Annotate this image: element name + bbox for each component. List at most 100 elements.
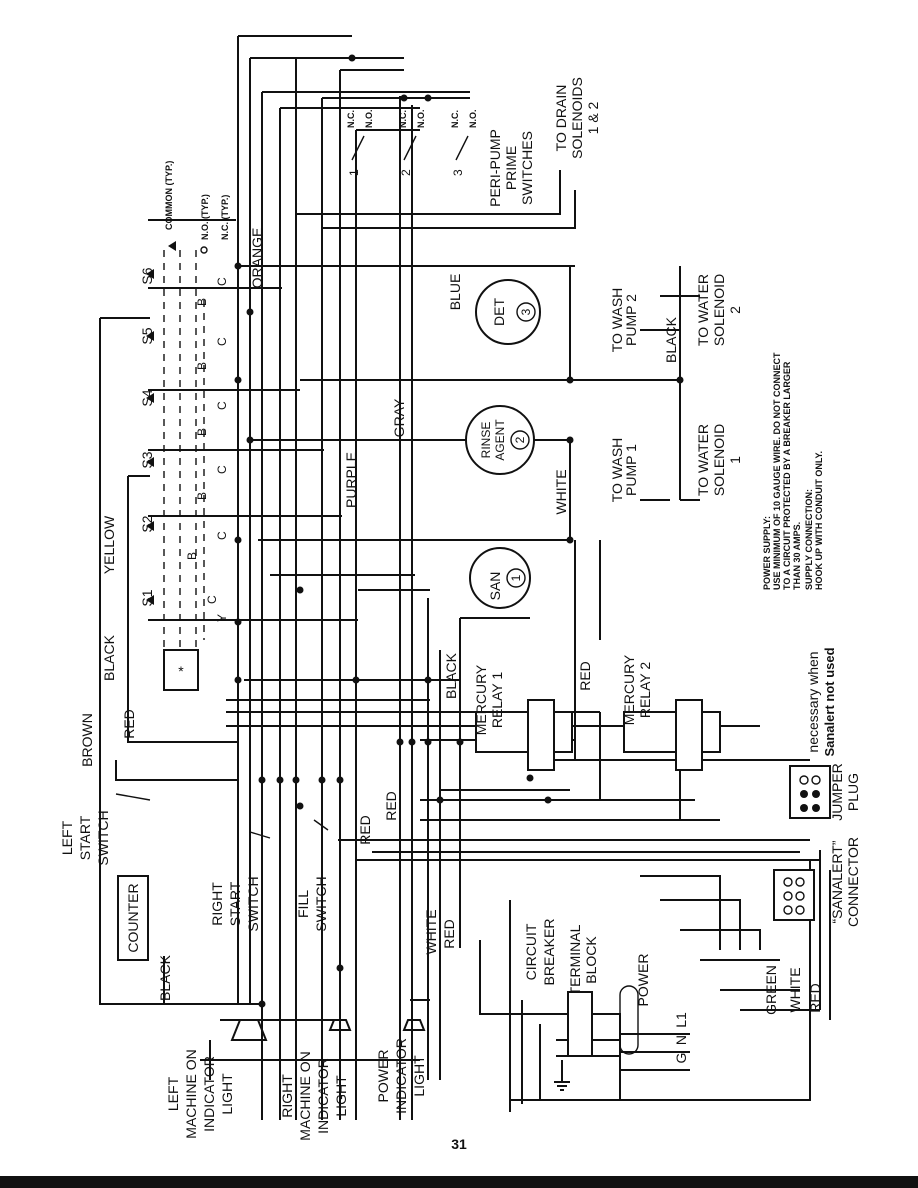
wire-black-label-1: BLACK: [101, 634, 117, 681]
svg-text:Y: Y: [215, 614, 229, 622]
svg-text:3: 3: [451, 169, 465, 176]
svg-text:B: B: [195, 492, 209, 500]
svg-text:START: START: [227, 881, 243, 926]
drain-label-3: 1 & 2: [585, 101, 601, 134]
svg-text:LIGHT: LIGHT: [333, 1075, 349, 1117]
svg-text:C: C: [215, 277, 229, 286]
svg-text:2: 2: [513, 436, 527, 443]
water-sol1-label-2: SOLENOID: [711, 424, 727, 496]
svg-text:B: B: [195, 428, 209, 436]
svg-text:Sanalert not used: Sanalert not used: [822, 647, 837, 756]
wire-brown-label: BROWN: [79, 713, 95, 767]
wire-white-label-3: WHITE: [787, 967, 803, 1012]
wire-red-label-2: RED: [577, 661, 593, 691]
svg-text:B: B: [195, 298, 209, 306]
svg-text:TERMINAL: TERMINAL: [567, 924, 583, 995]
water-sol2-label-3: 2: [727, 306, 743, 314]
wire-orange-label: ORANGE: [249, 228, 265, 289]
wash-pump2-label-1: TO WASH: [609, 288, 625, 353]
svg-text:3: 3: [519, 308, 533, 315]
wire-black-label-3: BLACK: [443, 652, 459, 699]
svg-text:INDICATOR: INDICATOR: [201, 1056, 217, 1132]
water-sol2-label-2: SOLENOID: [711, 274, 727, 346]
footer-bar: [0, 1176, 918, 1188]
det-dispenser: DET 3: [475, 279, 541, 345]
svg-text:N.C.: N.C.: [398, 110, 408, 128]
wash-pump1-label-1: TO WASH: [609, 438, 625, 503]
svg-text:“SANALERT”: “SANALERT”: [829, 840, 845, 923]
svg-text:C: C: [215, 531, 229, 540]
svg-text:N: N: [673, 1035, 689, 1045]
power-light-icon: [402, 1019, 426, 1031]
svg-text:INDICATOR: INDICATOR: [315, 1058, 331, 1134]
svg-text:HOOK UP WITH CONDUIT ONLY.: HOOK UP WITH CONDUIT ONLY.: [814, 451, 824, 590]
common-marker-icon: [168, 241, 176, 251]
drain-label-2: SOLENOIDS: [569, 77, 585, 159]
wire-yellow-label: YELLOW: [101, 515, 117, 574]
no-marker-icon: [200, 246, 208, 254]
power-entry: CIRCUIT BREAKER TERMINAL BLOCK POWER G N…: [523, 919, 689, 1091]
wire-gray-label: GRAY: [391, 398, 407, 437]
svg-text:LEFT: LEFT: [165, 1076, 181, 1111]
svg-text:1: 1: [509, 574, 523, 581]
indicator-lights: LEFT MACHINE ON INDICATOR LIGHT RIGHT MA…: [165, 1019, 427, 1141]
svg-text:POWER: POWER: [375, 1050, 391, 1103]
switch-contacts: C B C B C B C B C B C Y: [146, 269, 229, 622]
svg-text:RIGHT: RIGHT: [209, 882, 225, 926]
svg-text:TO A CIRCUIT PROTECTED BY A BR: TO A CIRCUIT PROTECTED BY A BREAKER LARG…: [782, 361, 792, 590]
wire-network: [99, 35, 831, 1120]
svg-text:AGENT: AGENT: [493, 419, 507, 461]
svg-text:1: 1: [347, 169, 361, 176]
san-dispenser: SAN 1: [469, 547, 531, 609]
water-sol2-label-1: TO WATER: [695, 274, 711, 346]
svg-text:B: B: [185, 552, 199, 560]
water-sol1-label-1: TO WATER: [695, 424, 711, 496]
page-number: 31: [451, 1136, 467, 1152]
svg-text:START: START: [77, 815, 93, 860]
svg-text:BREAKER: BREAKER: [541, 919, 557, 986]
star-relay-box: [163, 649, 199, 691]
svg-text:N.O.: N.O.: [416, 109, 426, 128]
legend-no: N.O. (TYP.): [200, 194, 210, 240]
svg-text:MERCURY: MERCURY: [621, 654, 637, 725]
svg-text:RELAY 1: RELAY 1: [489, 672, 505, 729]
left-light-icon: [230, 1019, 268, 1041]
counter-label: COUNTER: [125, 883, 141, 952]
svg-text:PLUG: PLUG: [845, 773, 861, 811]
wire-black-label-4: BLACK: [157, 954, 173, 1001]
svg-text:FILL: FILL: [295, 890, 311, 918]
svg-text:PRIME: PRIME: [503, 146, 519, 190]
svg-text:N.C.: N.C.: [346, 110, 356, 128]
star-symbol: *: [178, 663, 184, 679]
svg-text:B: B: [195, 362, 209, 370]
svg-text:C: C: [215, 337, 229, 346]
legend-nc: N.C. (TYP.): [220, 195, 230, 240]
legend-common: COMMON (TYP.): [164, 161, 174, 230]
svg-text:C: C: [215, 465, 229, 474]
svg-text:SWITCH: SWITCH: [313, 876, 329, 931]
jumper-plug: JUMPER PLUG necessary when Sanalert not …: [789, 647, 861, 821]
svg-text:RIGHT: RIGHT: [279, 1074, 295, 1118]
svg-text:CIRCUIT: CIRCUIT: [523, 923, 539, 980]
right-light-icon: [328, 1019, 352, 1031]
svg-text:SWITCH: SWITCH: [245, 876, 261, 931]
rinse-agent-dispenser: RINSE AGENT 2: [465, 405, 535, 475]
svg-text:N.C.: N.C.: [450, 110, 460, 128]
svg-text:necessary when: necessary when: [805, 651, 821, 752]
svg-text:MACHINE ON: MACHINE ON: [183, 1049, 199, 1138]
svg-text:2: 2: [399, 169, 413, 176]
wire-red-label-6: RED: [807, 983, 823, 1013]
wire-red-label-4: RED: [383, 791, 399, 821]
sanalert-connector: “SANALERT” CONNECTOR: [773, 837, 861, 927]
wire-white-label-2: WHITE: [423, 909, 439, 954]
svg-text:SUPPLY CONNECTION:: SUPPLY CONNECTION:: [804, 489, 814, 590]
svg-text:POWER: POWER: [635, 954, 651, 1007]
svg-text:N.O.: N.O.: [468, 109, 478, 128]
wire-red-label-1: RED: [121, 709, 137, 739]
svg-text:LEFT: LEFT: [59, 820, 75, 855]
wire-black-label-2: BLACK: [663, 316, 679, 363]
power-supply-notes: POWER SUPPLY: USE MINIMUM OF 10 GAUGE WI…: [762, 352, 824, 590]
wash-pump1-label-2: PUMP 1: [623, 444, 639, 496]
start-switches: LEFT START SWITCH RIGHT START SWITCH FIL…: [59, 793, 329, 932]
